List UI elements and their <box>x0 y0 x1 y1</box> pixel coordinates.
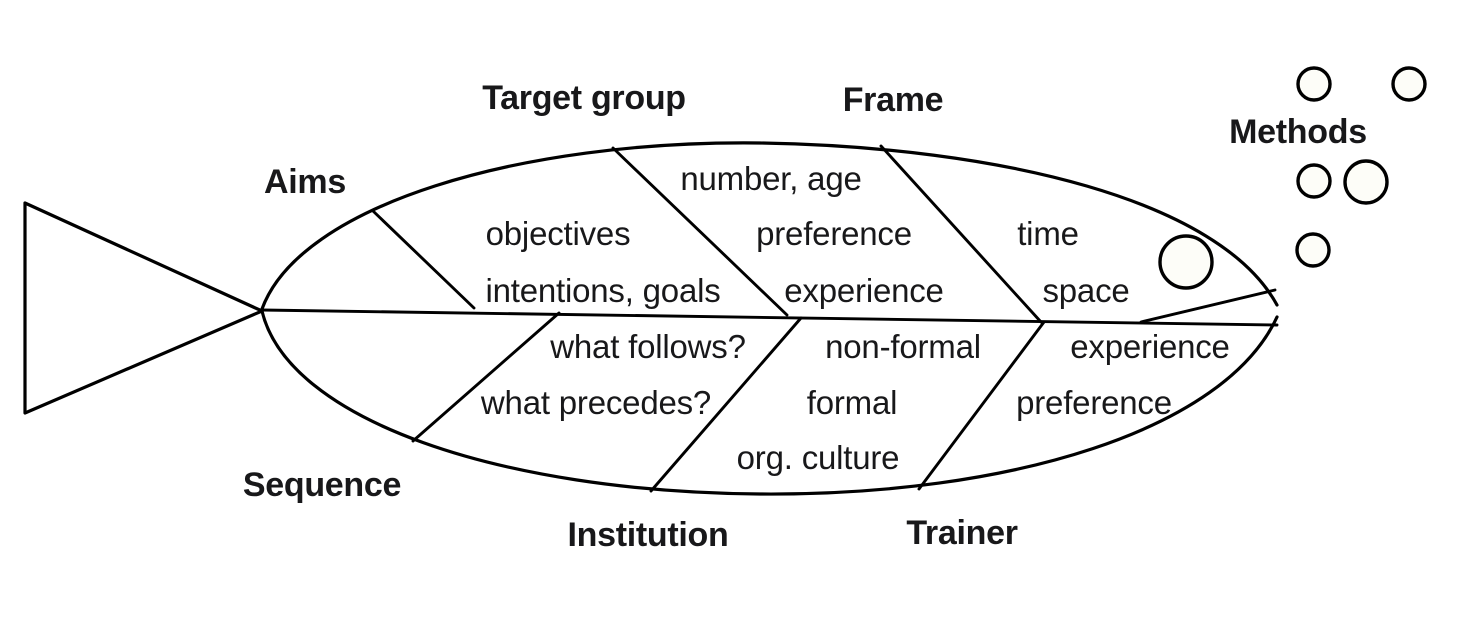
fish-spine <box>260 308 1279 327</box>
rib-lower-institution <box>649 316 803 493</box>
item-sequence-what-precedes: what precedes? <box>480 384 711 421</box>
category-label-frame: Frame <box>843 81 944 119</box>
rib-upper-target-group <box>611 146 789 317</box>
item-trainer-preference: preference <box>1016 384 1172 421</box>
method-bubble-icon-5 <box>1295 232 1331 268</box>
item-frame-space: space <box>1042 272 1129 309</box>
item-frame-time: time <box>1017 215 1079 252</box>
item-target-preference: preference <box>756 215 912 252</box>
category-label-target-group: Target group <box>482 79 686 117</box>
method-bubble-icon-4 <box>1343 159 1389 205</box>
category-label-methods: Methods <box>1229 113 1367 151</box>
rib-lower-trainer <box>917 320 1046 491</box>
item-trainer-experience: experience <box>1070 328 1229 365</box>
item-institution-formal: formal <box>807 384 898 421</box>
fish-body-lower-arc <box>260 309 1279 496</box>
category-label-aims: Aims <box>264 163 346 201</box>
item-target-experience: experience <box>784 272 943 309</box>
fish-tail <box>23 201 264 415</box>
item-target-number-age: number, age <box>680 160 861 197</box>
rib-upper-aims <box>371 209 476 310</box>
fish-body-upper-arc <box>260 141 1279 311</box>
item-institution-org-culture: org. culture <box>737 439 900 476</box>
rib-lower-sequence <box>411 311 561 443</box>
rib-upper-frame <box>879 144 1043 324</box>
item-aims-objectives: objectives <box>486 215 631 252</box>
method-bubble-icon-2 <box>1391 66 1427 102</box>
category-label-trainer: Trainer <box>906 514 1017 552</box>
method-bubble-icon-1 <box>1296 66 1332 102</box>
method-bubble-icon-3 <box>1296 163 1332 199</box>
item-institution-non-formal: non-formal <box>825 328 981 365</box>
category-label-institution: Institution <box>568 516 729 554</box>
item-sequence-what-follows: what follows? <box>549 328 746 365</box>
category-label-sequence: Sequence <box>243 466 401 504</box>
fish-eye-circle <box>1158 234 1214 290</box>
fish-mouth-line <box>1139 288 1277 324</box>
item-aims-intentions-goals: intentions, goals <box>485 272 720 309</box>
